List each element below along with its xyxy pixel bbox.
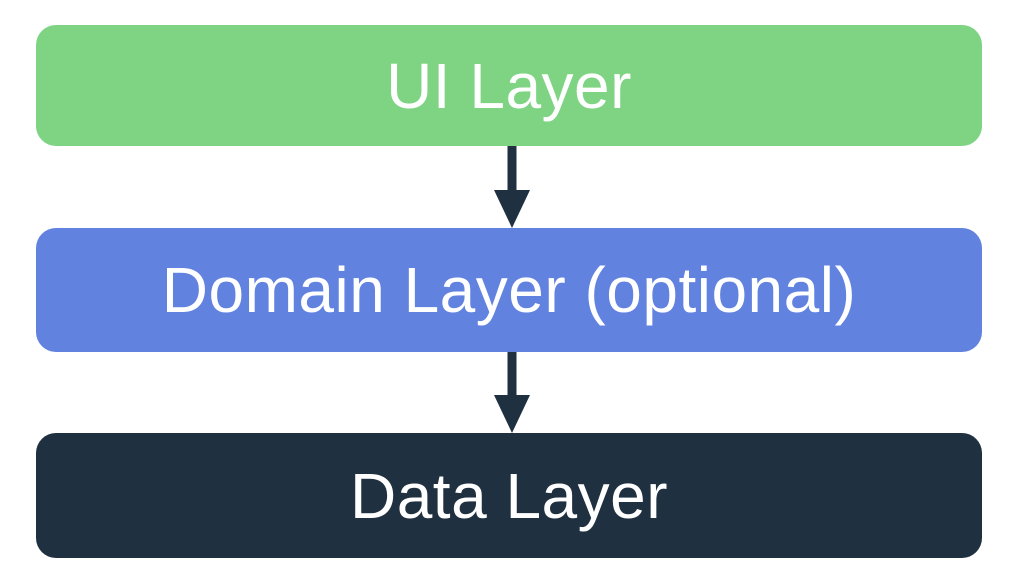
data-layer-box: Data Layer (36, 433, 982, 558)
down-arrow-icon (494, 146, 530, 228)
domain-layer-box: Domain Layer (optional) (36, 228, 982, 352)
arrow-stem (507, 352, 517, 399)
arrow-head (494, 190, 530, 228)
ui-layer-label: UI Layer (386, 49, 632, 122)
down-arrow-icon (494, 352, 530, 433)
ui-layer-box: UI Layer (36, 25, 982, 146)
domain-layer-label: Domain Layer (optional) (161, 254, 857, 326)
arrow-head (494, 395, 530, 433)
arrow-stem (507, 146, 517, 194)
data-layer-label: Data Layer (349, 459, 669, 532)
